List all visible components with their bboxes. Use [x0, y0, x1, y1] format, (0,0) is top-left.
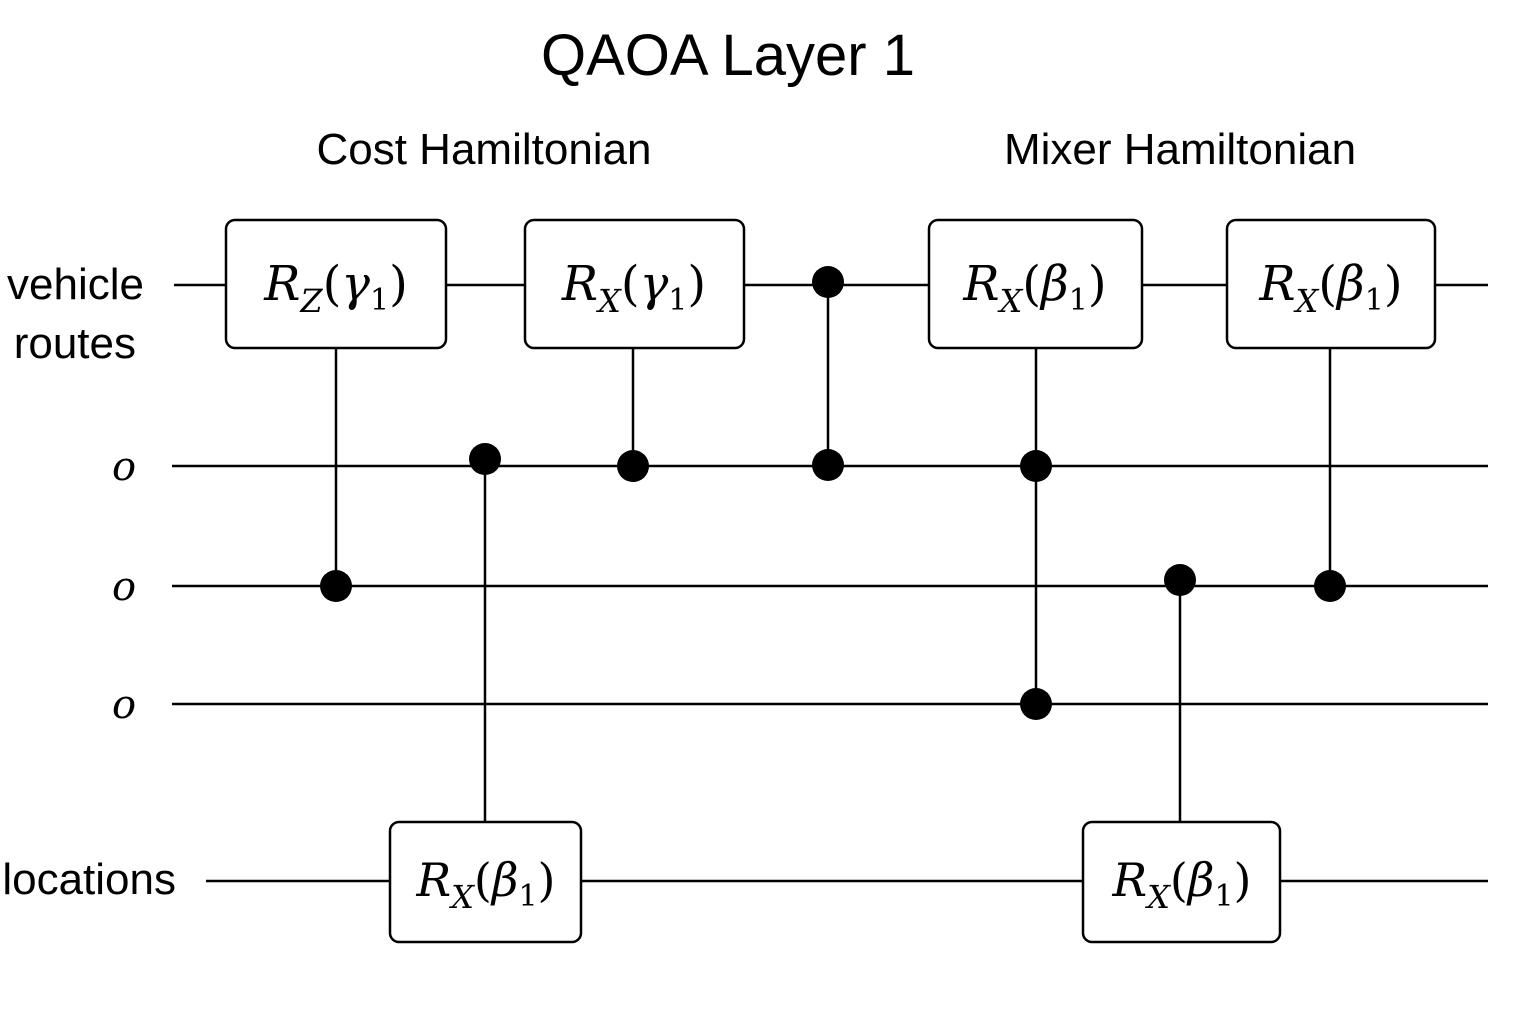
section-label-cost: Cost Hamiltonian [316, 125, 651, 174]
gate-rx-beta1-mixer-a: RX(β1) [927, 218, 1144, 350]
wires [172, 283, 1488, 883]
gate-box [1225, 218, 1437, 350]
gate-box [1081, 820, 1282, 944]
control-dot-g2 [469, 443, 501, 475]
wire-label-locations: locations [2, 855, 176, 904]
wire-label-vehicle: vehicle [7, 260, 144, 309]
gate-label: RX(β1) [1258, 256, 1402, 320]
wire-label-o-2: o [112, 564, 136, 610]
control-dot-g4-upper [1020, 450, 1052, 482]
control-dot-cz1-top [812, 266, 844, 298]
control-dot-g3 [617, 450, 649, 482]
gate-label: RZ(γ1) [263, 256, 408, 320]
control-dot-cz1-bottom [812, 449, 844, 481]
wire-label-routes: routes [14, 319, 136, 368]
control-dot-g6 [1314, 570, 1346, 602]
section-label-mixer: Mixer Hamiltonian [1004, 125, 1356, 174]
gate-rz-gamma1: RZ(γ1) [224, 218, 448, 350]
wire-label-o-3: o [112, 682, 136, 728]
gate-label: RX(β1) [1111, 853, 1251, 916]
gate-rx-beta1-locations-a: RX(β1) [388, 820, 583, 944]
control-dot-g5 [1164, 564, 1196, 596]
gate-label: RX(β1) [962, 256, 1106, 320]
gate-label: RX(β1) [415, 853, 555, 916]
wire-label-o-1: o [112, 444, 136, 490]
gate-rx-beta1-mixer-b: RX(β1) [1225, 218, 1437, 350]
control-dot-g4-lower [1020, 688, 1052, 720]
control-dots [320, 266, 1346, 720]
gate-rx-gamma1: RX(γ1) [523, 218, 746, 350]
gates: RZ(γ1) RX(γ1) RX(β1) RX(β1) RX(β1) [224, 218, 1437, 944]
wire-labels: vehicle routes o o o locations [2, 260, 176, 904]
diagram-title: QAOA Layer 1 [541, 23, 915, 88]
gate-box [388, 820, 583, 944]
control-lines [334, 282, 1332, 822]
gate-box [523, 218, 746, 350]
gate-box [927, 218, 1144, 350]
gate-label: RX(γ1) [561, 256, 706, 320]
gate-rx-beta1-locations-b: RX(β1) [1081, 820, 1282, 944]
control-dot-g1 [320, 570, 352, 602]
gate-box [224, 218, 448, 350]
